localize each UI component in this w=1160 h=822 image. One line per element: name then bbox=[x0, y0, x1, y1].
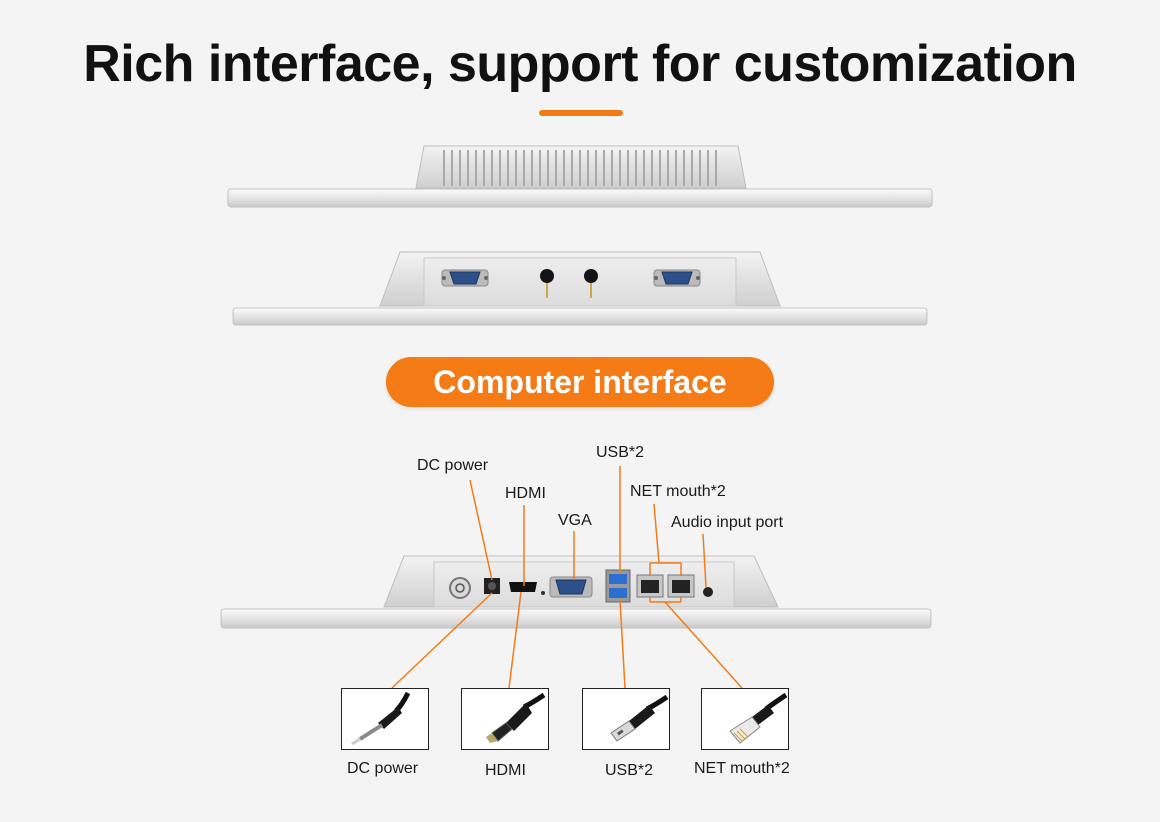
headline: Rich interface, support for customizatio… bbox=[83, 35, 1077, 93]
top-view-panel bbox=[227, 145, 933, 208]
headline-underline bbox=[539, 110, 623, 116]
label-usb: USB*2 bbox=[596, 444, 645, 461]
side-view-panel bbox=[232, 251, 928, 326]
usb-cable-icon bbox=[610, 694, 669, 742]
callout-lines bbox=[391, 466, 743, 689]
rj45-cable-icon bbox=[729, 692, 788, 744]
cable-label-net: NET mouth*2 bbox=[694, 760, 790, 777]
hdmi-cable-icon bbox=[486, 692, 546, 743]
cable-label-dc-power: DC power bbox=[347, 760, 419, 777]
rj45-cable-thumbnail bbox=[701, 688, 789, 750]
cable-label-hdmi: HDMI bbox=[485, 762, 526, 779]
usb-cable-thumbnail bbox=[582, 688, 670, 750]
section-badge: Computer interface bbox=[386, 357, 774, 407]
cable-label-usb: USB*2 bbox=[605, 762, 654, 779]
io-view-panel bbox=[220, 555, 932, 629]
label-net: NET mouth*2 bbox=[630, 483, 726, 500]
dc-plug-icon bbox=[351, 691, 411, 746]
label-vga: VGA bbox=[558, 512, 592, 529]
dc-plug-thumbnail bbox=[341, 688, 429, 750]
label-dc-power: DC power bbox=[417, 457, 489, 474]
hdmi-cable-thumbnail bbox=[461, 688, 549, 750]
label-hdmi: HDMI bbox=[505, 485, 546, 502]
label-audio: Audio input port bbox=[671, 514, 784, 531]
